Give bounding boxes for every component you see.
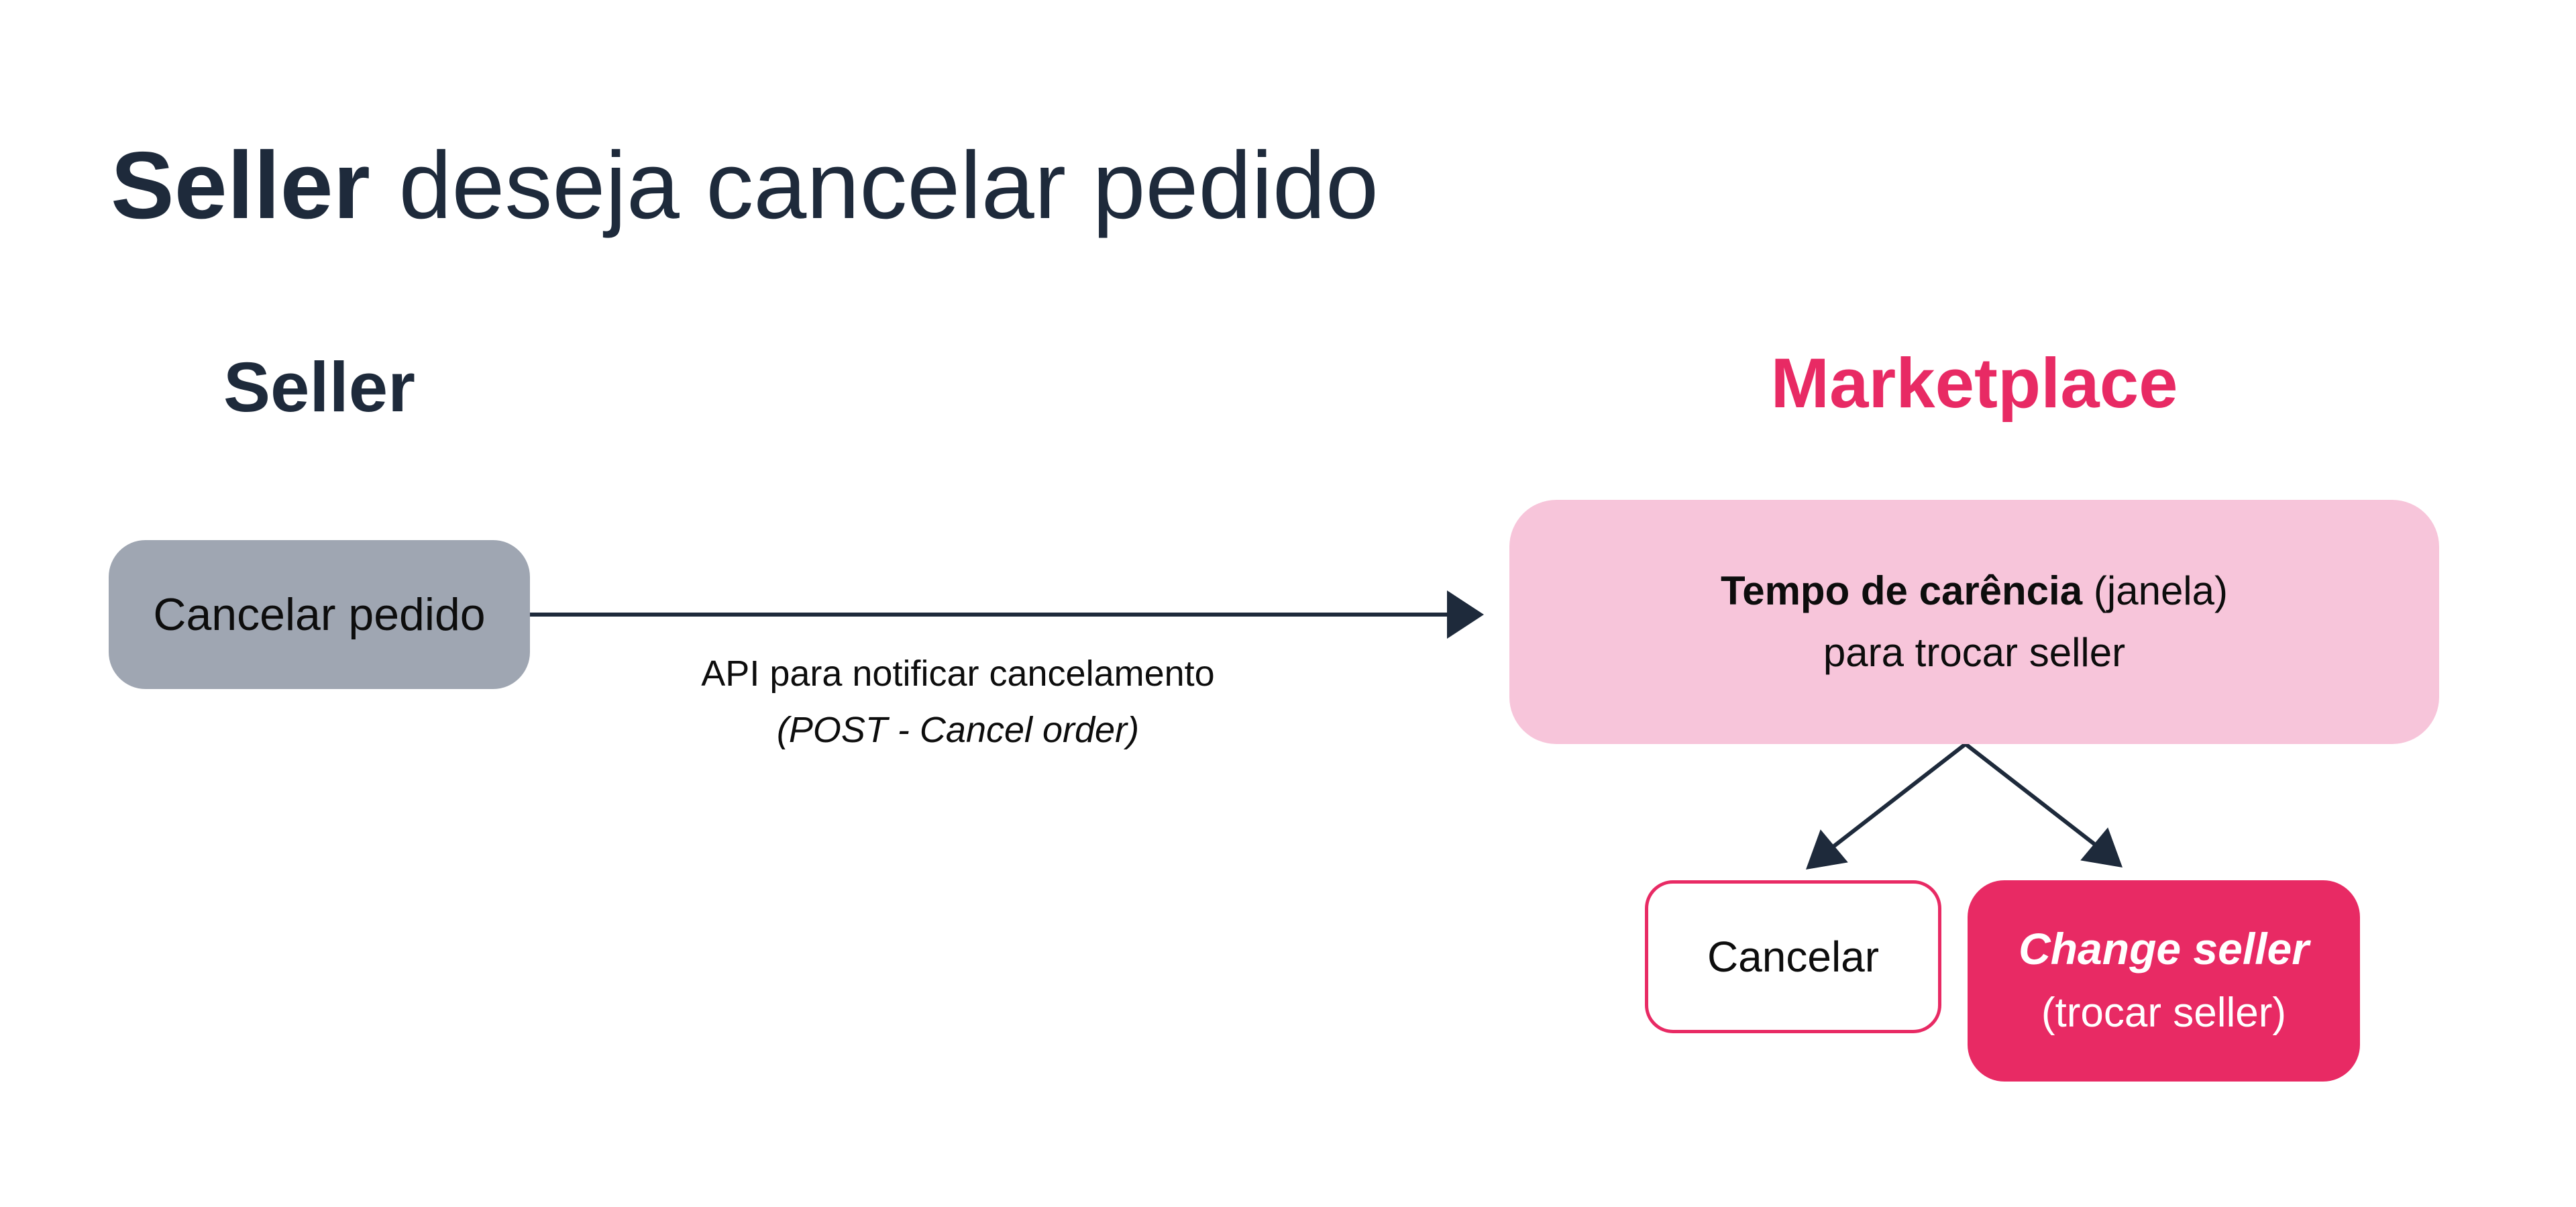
node-cancel-order: Cancelar pedido	[109, 540, 530, 689]
api-arrow-label: API para notificar cancelamento (POST - …	[656, 645, 1260, 758]
node-cancel-option: Cancelar	[1645, 880, 1941, 1033]
node-cancel-order-label: Cancelar pedido	[153, 589, 486, 640]
node-grace-window: Tempo de carência(janela) para trocar se…	[1509, 500, 2439, 744]
split-arrow-right	[1964, 742, 2123, 868]
node-grace-window-line1-bold: Tempo de carência	[1721, 568, 2083, 613]
lane-heading-marketplace: Marketplace	[1770, 344, 2178, 423]
node-change-seller: Change seller (trocar seller)	[1968, 880, 2360, 1082]
split-arrow-left	[1806, 742, 1967, 870]
node-change-seller-line2: (trocar seller)	[2041, 990, 2287, 1036]
page-title-rest: deseja cancelar pedido	[398, 132, 1379, 239]
api-arrow	[530, 590, 1484, 639]
lane-heading-seller: Seller	[223, 348, 416, 427]
node-change-seller-line1: Change seller	[2019, 924, 2309, 974]
node-cancel-option-label: Cancelar	[1707, 933, 1880, 981]
page-title-highlight: Seller	[111, 132, 370, 239]
page-title: Seller deseja cancelar pedido	[111, 131, 1379, 241]
node-grace-window-line1-suffix: (janela)	[2093, 568, 2228, 613]
api-arrow-label-line1: API para notificar cancelamento	[701, 653, 1215, 694]
node-grace-window-line2: para trocar seller	[1823, 630, 2126, 675]
node-grace-window-line1: Tempo de carência(janela)	[1721, 560, 2228, 622]
api-arrow-label-line2: (POST - Cancel order)	[776, 710, 1140, 750]
